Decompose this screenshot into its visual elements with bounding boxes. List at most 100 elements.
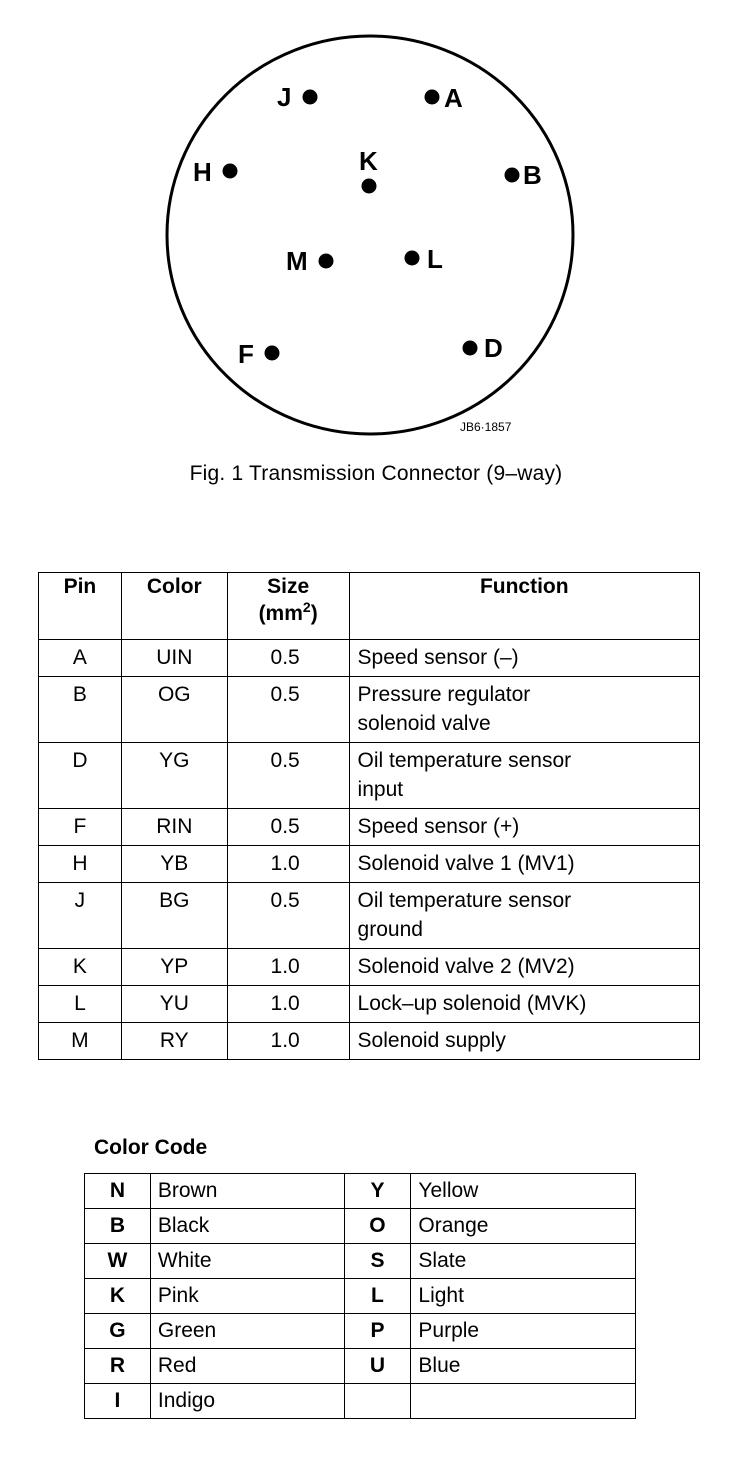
pin-f-dot bbox=[264, 345, 280, 361]
code-letter bbox=[343, 1383, 412, 1419]
color-cell: YG bbox=[120, 742, 228, 809]
pin-a-label: A bbox=[444, 83, 463, 113]
function-line: Pressure regulator bbox=[357, 683, 531, 706]
size-cell: 0.5 bbox=[226, 676, 350, 743]
code-name: Indigo bbox=[149, 1383, 345, 1419]
code-letter: L bbox=[343, 1278, 412, 1314]
size-cell: 1.0 bbox=[226, 1022, 350, 1060]
pin-k-label: K bbox=[359, 146, 378, 176]
pin-m-label: M bbox=[286, 246, 308, 276]
header-size-unit-exp: 2 bbox=[302, 599, 311, 615]
code-letter: W bbox=[84, 1243, 151, 1279]
function-line: Oil temperature sensor bbox=[357, 749, 572, 772]
pin-cell: H bbox=[38, 845, 122, 883]
color-cell: OG bbox=[120, 676, 228, 743]
pin-cell: J bbox=[38, 882, 122, 949]
header-size-unit-prefix: (mm bbox=[258, 602, 303, 625]
connector-outline bbox=[165, 34, 575, 436]
code-letter: U bbox=[343, 1348, 412, 1384]
function-cell: Solenoid valve 1 (MV1) bbox=[348, 845, 701, 883]
code-letter: R bbox=[84, 1348, 151, 1384]
size-cell: 1.0 bbox=[226, 948, 350, 986]
color-cell: RIN bbox=[120, 808, 228, 846]
pin-l-dot bbox=[404, 250, 420, 266]
pin-k-dot bbox=[361, 178, 377, 194]
color-cell: YU bbox=[120, 985, 228, 1023]
function-line: Speed sensor (+) bbox=[357, 815, 520, 838]
function-line: Solenoid valve 2 (MV2) bbox=[357, 955, 575, 978]
function-cell: Oil temperature sensor input bbox=[348, 742, 701, 809]
pin-cell: K bbox=[38, 948, 122, 986]
function-cell: Solenoid valve 2 (MV2) bbox=[348, 948, 701, 986]
header-size-unit-suffix: ) bbox=[310, 602, 318, 625]
pin-cell: F bbox=[38, 808, 122, 846]
pin-l-label: L bbox=[427, 244, 443, 274]
color-cell: YB bbox=[120, 845, 228, 883]
header-size-unit: (mm2) bbox=[258, 599, 318, 625]
code-name: Green bbox=[149, 1313, 345, 1349]
function-line: input bbox=[357, 778, 404, 801]
pin-cell: A bbox=[38, 639, 122, 677]
pin-m-dot bbox=[318, 253, 334, 269]
pin-f-label: F bbox=[238, 339, 254, 369]
code-name: Purple bbox=[410, 1313, 636, 1349]
pin-a: A bbox=[424, 83, 463, 113]
pin-h-label: H bbox=[193, 157, 212, 187]
size-cell: 1.0 bbox=[226, 985, 350, 1023]
color-cell: UIN bbox=[120, 639, 228, 677]
code-name: Red bbox=[149, 1348, 345, 1384]
code-name: White bbox=[149, 1243, 345, 1279]
code-letter: K bbox=[84, 1278, 151, 1314]
function-cell: Speed sensor (+) bbox=[348, 808, 701, 846]
function-line: Solenoid supply bbox=[357, 1029, 506, 1052]
pin-cell: B bbox=[38, 676, 122, 743]
figure-ref-code: JB6·1857 bbox=[460, 420, 512, 434]
color-code-title: Color Code bbox=[94, 1136, 208, 1159]
function-line: Solenoid valve 1 (MV1) bbox=[357, 852, 575, 875]
size-cell: 0.5 bbox=[226, 808, 350, 846]
function-cell: Solenoid supply bbox=[348, 1022, 701, 1060]
connector-diagram: J A H K B M L F D JB6·1857 bbox=[165, 34, 575, 436]
pin-b: B bbox=[504, 160, 542, 190]
header-color: Color bbox=[120, 572, 228, 640]
pin-l: L bbox=[404, 244, 443, 274]
code-letter: S bbox=[343, 1243, 412, 1279]
pin-cell: M bbox=[38, 1022, 122, 1060]
size-cell: 0.5 bbox=[226, 742, 350, 809]
color-cell: YP bbox=[120, 948, 228, 986]
code-name: Brown bbox=[149, 1173, 345, 1209]
code-letter: P bbox=[343, 1313, 412, 1349]
code-letter: O bbox=[343, 1208, 412, 1244]
code-name: Pink bbox=[149, 1278, 345, 1314]
pin-k: K bbox=[359, 146, 378, 194]
pin-m: M bbox=[286, 246, 334, 276]
figure-caption: Fig. 1 Transmission Connector (9–way) bbox=[189, 462, 563, 485]
size-cell: 1.0 bbox=[226, 845, 350, 883]
function-line: Speed sensor (–) bbox=[357, 646, 519, 669]
code-name: Light bbox=[410, 1278, 636, 1314]
code-name bbox=[410, 1383, 636, 1419]
pin-table-header-row: Pin Color Size (mm2) Function bbox=[38, 572, 701, 640]
function-cell: Lock–up solenoid (MVK) bbox=[348, 985, 701, 1023]
pin-a-dot bbox=[424, 89, 440, 105]
pin-j: J bbox=[277, 82, 318, 112]
